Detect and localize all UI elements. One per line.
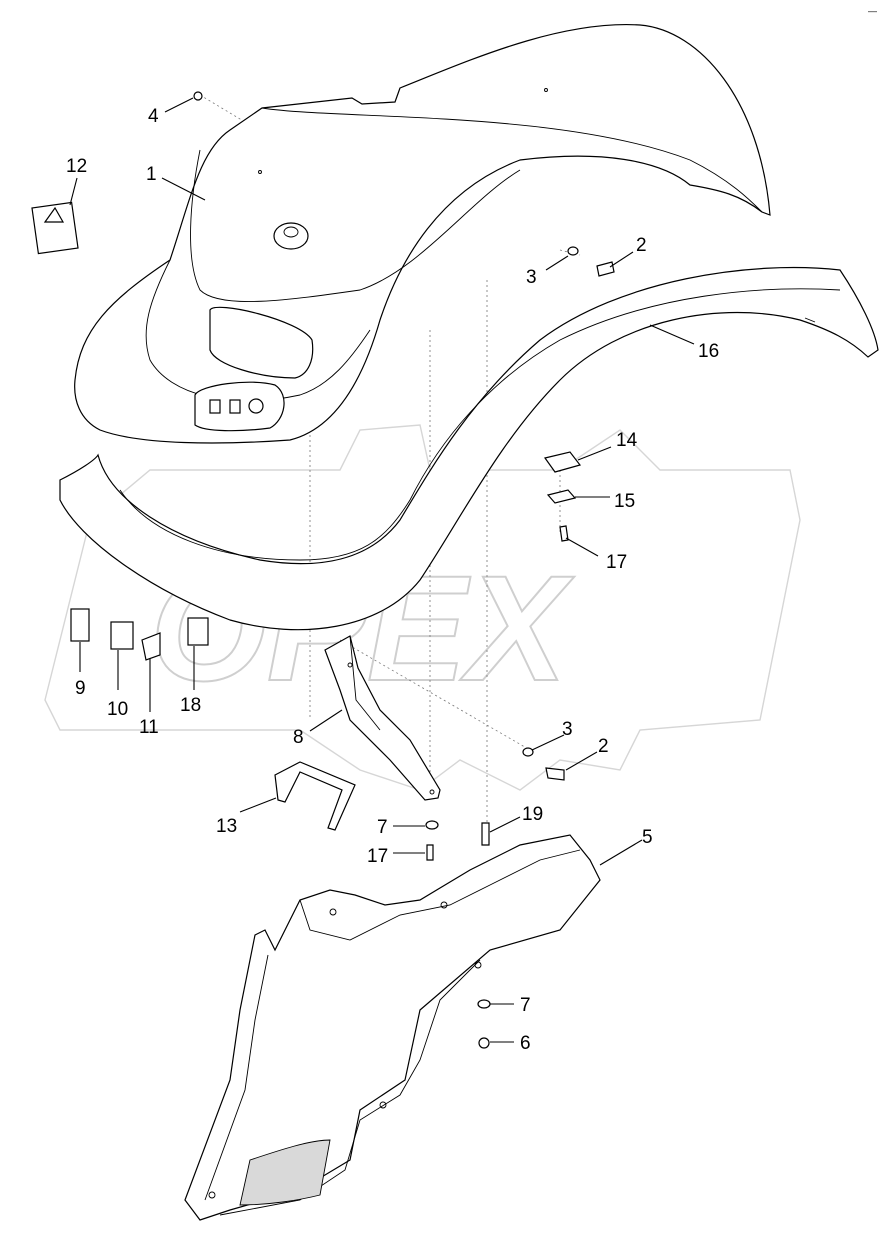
callout-9: 9: [75, 678, 86, 699]
inner-liner: [184, 834, 601, 1221]
fender-extension: [59, 266, 879, 631]
callout-3-lower: 3: [562, 719, 573, 740]
callout-6: 6: [520, 1033, 531, 1054]
callout-labels: 1 2 3 4 12 16 2 3 14 15 17 9 10 11 18 8 …: [66, 6, 877, 1054]
callout-3: 3: [526, 267, 537, 288]
callout-14: 14: [616, 430, 638, 451]
callout-17-lower: 17: [367, 846, 388, 867]
callout-11: 11: [139, 717, 159, 738]
leader-lines: [69, 97, 695, 1043]
callout-17: 17: [606, 552, 627, 573]
callout-16: 16: [698, 341, 719, 362]
callout-18: 18: [180, 695, 201, 716]
callout-19: 19: [522, 804, 543, 825]
bracket: [324, 635, 441, 801]
callout-12: 12: [66, 156, 87, 177]
small-parts: [31, 91, 615, 1049]
callout-2-lower: 2: [598, 736, 609, 757]
callout-4: 4: [148, 106, 159, 127]
callout-5: 5: [642, 827, 653, 848]
callout-2: 2: [636, 235, 647, 256]
fender-main: [74, 23, 771, 444]
callout-1: 1: [146, 164, 157, 185]
callout-10: 10: [107, 699, 128, 720]
callout-7-lower: 7: [520, 995, 531, 1016]
callout-15: 15: [614, 491, 635, 512]
small-bracket: [274, 761, 356, 831]
callout-8: 8: [293, 727, 304, 748]
callout-13: 13: [216, 816, 237, 837]
callout-7: 7: [377, 817, 388, 838]
corner-mark: —: [868, 6, 877, 16]
